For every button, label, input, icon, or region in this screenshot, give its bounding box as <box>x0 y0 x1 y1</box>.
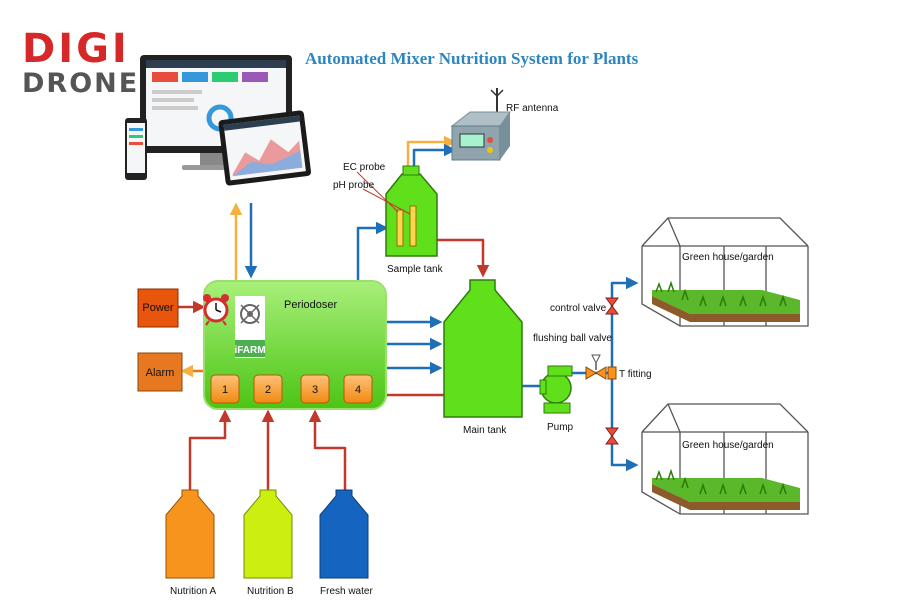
pipe-greenhouse-1 <box>610 276 639 373</box>
alarm-box: Alarm <box>137 352 183 392</box>
control-valve-2[interactable] <box>605 427 619 445</box>
control-valve-label: control valve <box>550 303 607 314</box>
bottle-fresh-water: Fresh water <box>319 489 373 597</box>
pump-label: Pump <box>547 422 574 433</box>
alarm-clock-icon <box>203 294 229 326</box>
ifarm-logo-icon: iFARM <box>234 296 266 358</box>
phone-icon <box>125 118 147 180</box>
periodoser: Periodoser iFARM 1 2 <box>203 280 387 410</box>
port-3[interactable]: 3 <box>300 374 330 404</box>
svg-text:2: 2 <box>265 384 271 396</box>
logo-line1: DIGI <box>22 26 130 72</box>
ec-probe-label: EC probe <box>343 162 386 173</box>
diagram-title: Automated Mixer Nutrition System for Pla… <box>305 49 639 68</box>
sample-tank-label: Sample tank <box>387 264 444 275</box>
svg-text:3: 3 <box>312 384 318 396</box>
greenhouse-2: Green house/garden <box>641 403 809 515</box>
svg-text:4: 4 <box>355 384 361 396</box>
power-label: Power <box>142 302 174 314</box>
rf-antenna-label: RF antenna <box>506 103 559 114</box>
sample-tank: Sample tank EC probe pH probe <box>333 162 444 275</box>
greenhouse-1-label: Green house/garden <box>682 252 774 263</box>
power-box: Power <box>137 288 179 328</box>
digidrone-logo: DIGI DRONE <box>22 26 139 99</box>
svg-text:1: 1 <box>222 384 228 396</box>
t-fitting-label: T fitting <box>619 369 652 380</box>
port-2[interactable]: 2 <box>253 374 283 404</box>
logo-line2: DRONE <box>22 68 139 99</box>
periodoser-label: Periodoser <box>284 299 338 311</box>
pipe-sample-drain <box>437 238 490 278</box>
nutrition-b-label: Nutrition B <box>247 586 294 597</box>
flushing-ball-valve[interactable] <box>585 354 607 380</box>
port-1[interactable]: 1 <box>210 374 240 404</box>
fresh-water-label: Fresh water <box>320 586 373 597</box>
ph-probe-label: pH probe <box>333 180 375 191</box>
alarm-label: Alarm <box>146 367 175 379</box>
rf-module: RF antenna <box>450 88 559 161</box>
port-4[interactable]: 4 <box>343 374 373 404</box>
pipe-nutrition-a <box>188 409 232 492</box>
pipe-greenhouse-2 <box>610 373 639 472</box>
t-fitting <box>607 366 617 380</box>
nutrition-a-label: Nutrition A <box>170 586 216 597</box>
tablet-icon <box>218 110 311 186</box>
greenhouse-1: Green house/garden <box>641 217 809 327</box>
pipe-fresh-water <box>308 409 347 492</box>
ifarm-brand: iFARM <box>234 345 265 356</box>
main-tank: Main tank <box>443 279 523 436</box>
bottle-nutrition-a: Nutrition A <box>165 489 216 597</box>
greenhouse-2-label: Green house/garden <box>682 440 774 451</box>
flushing-valve-label: flushing ball valve <box>533 333 612 344</box>
main-tank-label: Main tank <box>463 425 507 436</box>
pump-icon: Pump <box>539 365 574 433</box>
bottle-nutrition-b: Nutrition B <box>243 489 294 597</box>
control-valve-1[interactable] <box>605 297 619 315</box>
